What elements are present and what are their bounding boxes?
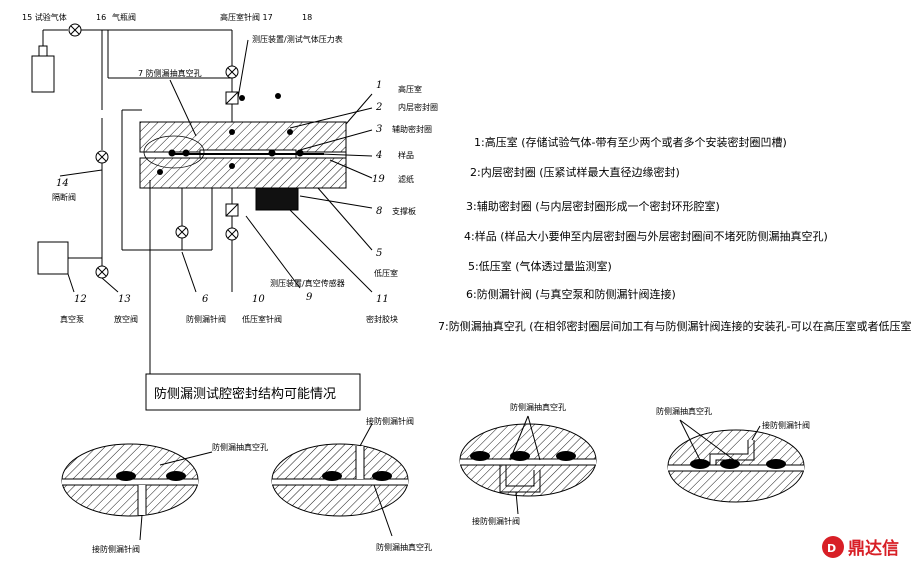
legend-item-4: 4:样品 (样品大小要伸至内层密封圈与外层密封圈间不堵死防侧漏抽真空孔) [464,229,828,243]
label-9-name: 测压装置/真空传感器 [270,278,345,288]
watermark-text: 鼎达信 [848,538,899,559]
label-10: 10 [252,294,265,305]
section-b [271,423,409,537]
section-d-right-label: 接防侧漏针阀 [762,420,810,430]
label-14: 14 [56,178,69,189]
label-11-name: 密封胶块 [366,314,398,324]
label-16: 16 [96,13,106,22]
legend-item-2: 2:内层密封圈 (压紧试样最大直径边缘密封) [470,165,680,179]
section-c-bottom-label: 接防侧漏针阀 [472,516,520,526]
label-19: 19 [372,174,385,185]
box-title: 防侧漏测试腔密封结构可能情况 [154,386,336,402]
legend: 1:高压室 (存储试验气体-带有至少两个或者多个安装密封圈凹槽) 2:内层密封圈… [438,135,911,333]
seal-ring-dot [168,149,176,157]
section-b-top-label: 接防侧漏针阀 [366,416,414,426]
legend-item-5: 5:低压室 (气体透过量监测室) [468,259,612,273]
label-19-name: 滤纸 [398,174,414,184]
label-18: 18 [302,13,312,22]
section-c-top-label: 防侧漏抽真空孔 [510,402,566,412]
main-schematic [31,23,373,375]
legend-item-6: 6:防侧漏针阀 (与真空泵和防侧漏针阀连接) [466,287,676,301]
vacuum-pump [37,241,69,275]
label-8-name: 支撑板 [392,206,416,216]
label-9: 9 [306,292,313,303]
label-5-name: 低压室 [374,268,398,278]
label-12-name: 真空泵 [60,314,84,324]
label-3-name: 辅助密封圈 [392,124,432,134]
sealing-block [255,187,299,211]
label-14-name: 隔断阀 [52,192,76,202]
title-box [145,373,361,411]
section-d-top-label: 防侧漏抽真空孔 [656,406,712,416]
label-10-name: 低压室针阀 [242,314,282,324]
legend-item-7: 7:防侧漏抽真空孔 (在相邻密封圈层间加工有与防侧漏针阀连接的安装孔-可以在高压… [438,319,911,333]
label-8: 8 [376,206,382,217]
label-17: 高压室针阀 17 [220,12,273,22]
section-a [61,443,213,541]
label-13-name: 放空阀 [114,314,138,324]
label-2-name: 内层密封圈 [398,102,438,112]
label-7: 7 防侧漏抽真空孔 [138,68,202,78]
legend-item-1: 1:高压室 (存储试验气体-带有至少两个或者多个安装密封圈凹槽) [474,135,787,149]
section-c [459,415,597,515]
label-4-name: 样品 [398,150,414,160]
seal-ring-dot [182,149,190,157]
brand-logo: D 鼎达信 [822,536,899,559]
label-1-name: 高压室 [398,84,422,94]
label-4: 4 [375,150,382,161]
label-2: 2 [375,102,382,113]
legend-item-3: 3:辅助密封圈 (与内层密封圈形成一个密封环形腔室) [466,199,720,213]
section-b-bottom-label: 防侧漏抽真空孔 [376,542,432,552]
section-a-bottom-label: 接防侧漏针阀 [92,544,140,554]
label-15: 15 试验气体 [22,12,67,22]
label-18-name: 测压装置/测试气体压力表 [252,34,343,44]
section-a-top-label: 防侧漏抽真空孔 [212,442,268,452]
section-d [667,419,805,503]
svg-text:D: D [827,542,836,555]
label-12: 12 [74,294,87,305]
low-pressure-chamber [139,157,347,189]
label-6-name: 防侧漏针阀 [186,314,226,324]
label-3: 3 [376,124,382,135]
label-13: 13 [118,294,131,305]
label-11: 11 [376,294,389,305]
high-pressure-chamber [139,121,347,153]
label-5: 5 [376,248,382,259]
label-6: 6 [202,294,209,305]
label-1: 1 [376,80,382,91]
seal-ring-dot [268,149,276,157]
seal-ring-dot [296,149,304,157]
label-16-name: 气瓶阀 [112,12,136,22]
gas-bottle [31,55,55,93]
